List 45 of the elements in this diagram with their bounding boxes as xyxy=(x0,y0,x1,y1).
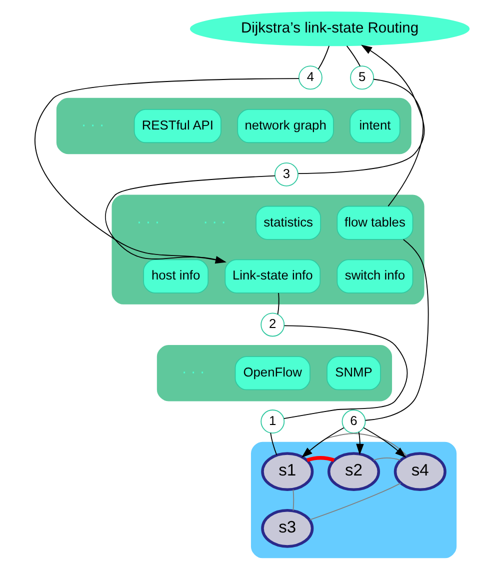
node-box: host info xyxy=(142,259,208,294)
connector xyxy=(283,325,408,420)
node-circle: 2 xyxy=(260,312,284,337)
connector xyxy=(364,239,428,421)
label: · · · xyxy=(136,214,160,230)
connector xyxy=(372,78,424,207)
connector xyxy=(270,432,277,456)
connector xyxy=(292,489,294,512)
node-ellipse: s1 xyxy=(260,452,314,492)
node-ellipse: s3 xyxy=(260,508,314,548)
node-box: RESTful API xyxy=(133,108,221,144)
cluster xyxy=(111,194,424,304)
node-box: statistics xyxy=(255,206,321,240)
cluster xyxy=(156,345,392,402)
node-ellipse: s2 xyxy=(326,452,380,492)
arrow xyxy=(34,78,299,264)
node-box: SNMP xyxy=(326,356,380,390)
connector xyxy=(317,45,330,70)
node-circle: 5 xyxy=(350,66,374,90)
node-ellipse: Dijkstra’s link-state Routing xyxy=(189,12,470,46)
arrow xyxy=(356,432,364,455)
connector xyxy=(276,292,279,315)
node-ellipse: s4 xyxy=(393,452,446,492)
node-box: flow tables xyxy=(336,206,413,240)
arrow xyxy=(300,427,344,458)
connector xyxy=(372,457,400,461)
node-box: switch info xyxy=(336,259,413,294)
label: · · · xyxy=(181,364,204,381)
label: · · · xyxy=(202,214,226,230)
connector xyxy=(308,482,401,520)
node-box: intent xyxy=(349,108,400,144)
arrow xyxy=(362,427,406,458)
cluster xyxy=(56,98,411,154)
node-box: Link-state info xyxy=(224,259,320,294)
connector xyxy=(104,175,275,262)
node-box: OpenFlow xyxy=(234,356,310,390)
node-circle: 4 xyxy=(298,66,322,90)
connector xyxy=(306,456,334,462)
node-circle: 1 xyxy=(260,410,284,434)
node-circle: 6 xyxy=(341,410,366,434)
arrow xyxy=(297,44,424,174)
node-box: network graph xyxy=(236,108,334,144)
node-circle: 3 xyxy=(274,162,298,186)
label: · · · xyxy=(80,118,104,134)
connector xyxy=(346,45,360,67)
